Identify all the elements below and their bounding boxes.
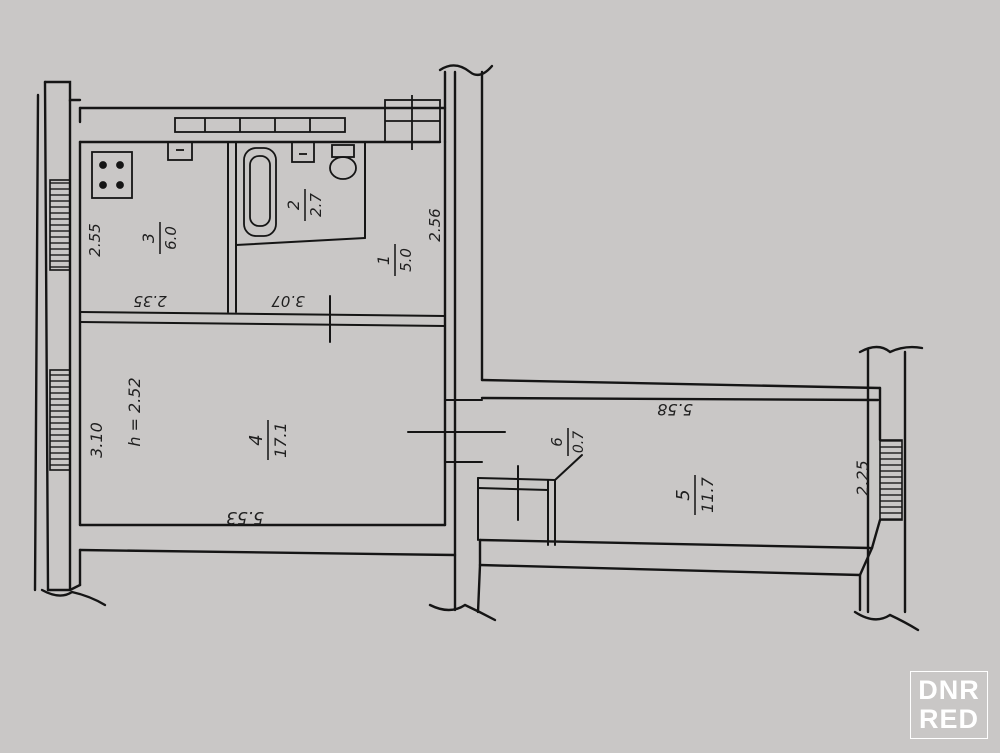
dim-hall-width: 2.56 xyxy=(426,208,444,241)
kitchen-sink xyxy=(167,141,193,161)
room-4-area: 17.1 xyxy=(271,422,290,458)
dim-living-length: 5.53 xyxy=(226,507,264,527)
window-bedroom xyxy=(879,439,903,521)
bathroom-sink xyxy=(291,141,315,163)
room-4-number: 4 xyxy=(246,434,267,445)
dim-kitchen-length: 2.35 xyxy=(133,292,166,310)
dim-living-width: 3.10 xyxy=(87,422,106,458)
room-3-area: 6.0 xyxy=(162,226,180,250)
dim-bedroom-length: 5.58 xyxy=(657,400,693,419)
room-5-number: 5 xyxy=(673,489,694,500)
dim-ceiling-height: h = 2.52 xyxy=(125,377,144,446)
window-kitchen xyxy=(49,179,71,271)
room-5-area: 11.7 xyxy=(698,476,717,512)
watermark-line1: DNR xyxy=(918,675,980,705)
vent-shaft xyxy=(384,95,441,150)
dim-hall-length: 3.07 xyxy=(271,292,305,310)
room-2-number: 2 xyxy=(284,200,303,210)
room-6-number: 6 xyxy=(548,437,566,447)
room-2-area: 2.7 xyxy=(307,193,325,217)
partitions xyxy=(79,141,583,546)
room-3-number: 3 xyxy=(139,233,158,243)
room-1-area: 5.0 xyxy=(397,248,415,272)
dim-kitchen-width: 2.55 xyxy=(86,223,104,256)
stove xyxy=(91,151,133,199)
walls xyxy=(33,64,924,632)
room-6-area: 0.7 xyxy=(571,431,587,453)
window-living xyxy=(49,369,71,471)
room-1-number: 1 xyxy=(374,255,393,265)
dim-bedroom-width: 2.25 xyxy=(853,460,872,496)
watermark-line2: RED xyxy=(918,704,979,734)
watermark-logo: DNR RED xyxy=(910,671,988,739)
bathtub xyxy=(243,147,277,237)
radiator xyxy=(174,117,346,133)
toilet xyxy=(329,144,357,180)
